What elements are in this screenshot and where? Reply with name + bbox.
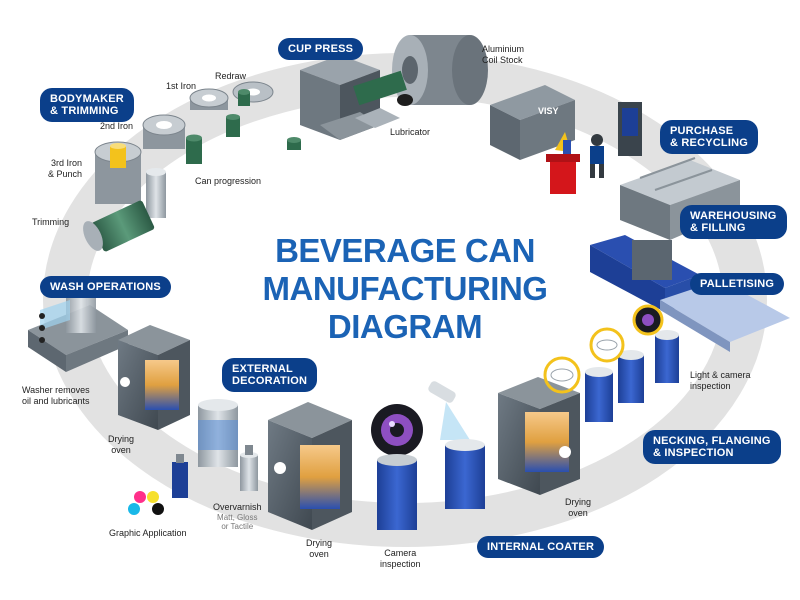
caption-can-progression: Can progression (195, 176, 262, 186)
caption-first-iron: 1st Iron (166, 81, 197, 91)
stage-necking-label-2: & INSPECTION (653, 447, 734, 459)
decorated-can-icon (198, 399, 238, 467)
person-icon (590, 134, 604, 178)
camera-lens-icon (371, 404, 423, 456)
caption-third-iron-line-1: 3rd Iron (51, 158, 83, 168)
caption-redraw: Redraw (215, 71, 247, 81)
stage-bodymaker-label-1: BODYMAKER (50, 93, 124, 105)
stage-internal-coater-label: INTERNAL COATER (487, 541, 595, 553)
caption-drying-oven-center-line-2: oven (309, 549, 329, 559)
stage-warehousing: WAREHOUSING& FILLING (680, 205, 787, 239)
caption-light-camera-line-2: inspection (690, 381, 731, 391)
stage-necking-flanging: NECKING, FLANGING& INSPECTION (643, 430, 781, 464)
title-line-2: MANUFACTURING (262, 270, 548, 307)
second-iron-cup-icon (142, 114, 186, 149)
stage-warehousing-label-1: WAREHOUSING (690, 210, 777, 222)
inspected-can-icon (377, 454, 417, 530)
stage-purchase-recycling: PURCHASE& RECYCLING (660, 120, 758, 154)
conveyor-belt-icon (660, 280, 790, 352)
stage-bodymaker-label-2: & TRIMMING (50, 105, 119, 117)
overvarnish-spray-icon (240, 445, 258, 491)
caption-graphic-application: Graphic Application (109, 528, 187, 538)
drying-oven-center-icon (268, 402, 352, 530)
caption-washer-line-2: oil and lubricants (22, 396, 90, 406)
stage-wash-label: WASH OPERATIONS (50, 281, 161, 293)
trimming-can-icon (83, 200, 155, 252)
stage-necking-label-1: NECKING, FLANGING (653, 435, 771, 447)
stage-cup-press-label: CUP PRESS (288, 43, 354, 55)
stage-purchase-label-2: & RECYCLING (670, 137, 748, 149)
diagram-title: BEVERAGE CAN MANUFACTURING DIAGRAM (235, 232, 575, 346)
stage-external-label-1: EXTERNAL (232, 363, 293, 375)
caption-drying-oven-right-line-1: Drying (565, 497, 592, 507)
caption-overvarnish-line: Overvarnish (213, 502, 262, 512)
caption-camera-line-2: inspection (380, 559, 421, 569)
stage-palletising: PALLETISING (690, 273, 785, 295)
caption-overvarnish-sub-1: Matt, Gloss (217, 513, 258, 522)
stage-bodymaker: BODYMAKER& TRIMMING (40, 88, 134, 122)
caption-drying-oven-left-line-2: oven (111, 445, 131, 455)
drying-oven-left-icon (118, 325, 190, 430)
caption-camera-line-1: Camera (384, 548, 417, 558)
caption-drying-oven-left-line-1: Drying (108, 434, 135, 444)
ink-dots-icon (128, 491, 164, 515)
lubricator-icon (355, 108, 400, 128)
stage-wash-operations: WASH OPERATIONS (40, 276, 171, 298)
vending-machine-icon (618, 102, 642, 156)
caption-third-iron: 3rd Iron& Punch (48, 158, 82, 180)
stage-warehousing-label-2: & FILLING (690, 222, 746, 234)
caption-drying-oven-right-line-2: oven (568, 508, 588, 518)
third-iron-punch-icon (94, 141, 166, 218)
caption-lubricator: Lubricator (390, 127, 431, 137)
caption-second-iron: 2nd Iron (100, 121, 134, 131)
caption-washer-line-1: Washer removes (22, 385, 90, 395)
stage-palletising-label: PALLETISING (700, 278, 775, 290)
title-line-1: BEVERAGE CAN (275, 232, 535, 269)
stage-cup-press: CUP PRESS (278, 38, 364, 60)
necked-cans-icon (543, 304, 679, 422)
recycling-bin-icon (546, 132, 580, 194)
first-iron-cup-icon (189, 88, 229, 110)
caption-overvarnish-sub-2: or Tactile (221, 522, 254, 531)
caption-trimming: Trimming (32, 217, 70, 227)
caption-drying-oven-center-line-1: Drying (306, 538, 333, 548)
ink-spray-icon (172, 454, 188, 498)
title-line-3: DIAGRAM (327, 308, 483, 345)
spray-nozzle-icon (428, 381, 470, 440)
caption-light-camera-line-1: Light & camera (690, 370, 751, 380)
stage-internal-coater: INTERNAL COATER (477, 536, 605, 558)
progression-small-cans (186, 89, 301, 164)
stage-purchase-label-1: PURCHASE (670, 125, 734, 137)
stage-external-label-2: DECORATION (232, 375, 308, 387)
caption-aluminium-line-2: Coil Stock (482, 55, 523, 65)
visy-logo: VISY (538, 106, 559, 116)
drying-oven-right-icon (498, 377, 580, 495)
caption-aluminium-line-1: Aluminium (482, 44, 525, 54)
caption-third-iron-line-2: & Punch (48, 169, 83, 179)
coated-can-icon (445, 439, 485, 509)
